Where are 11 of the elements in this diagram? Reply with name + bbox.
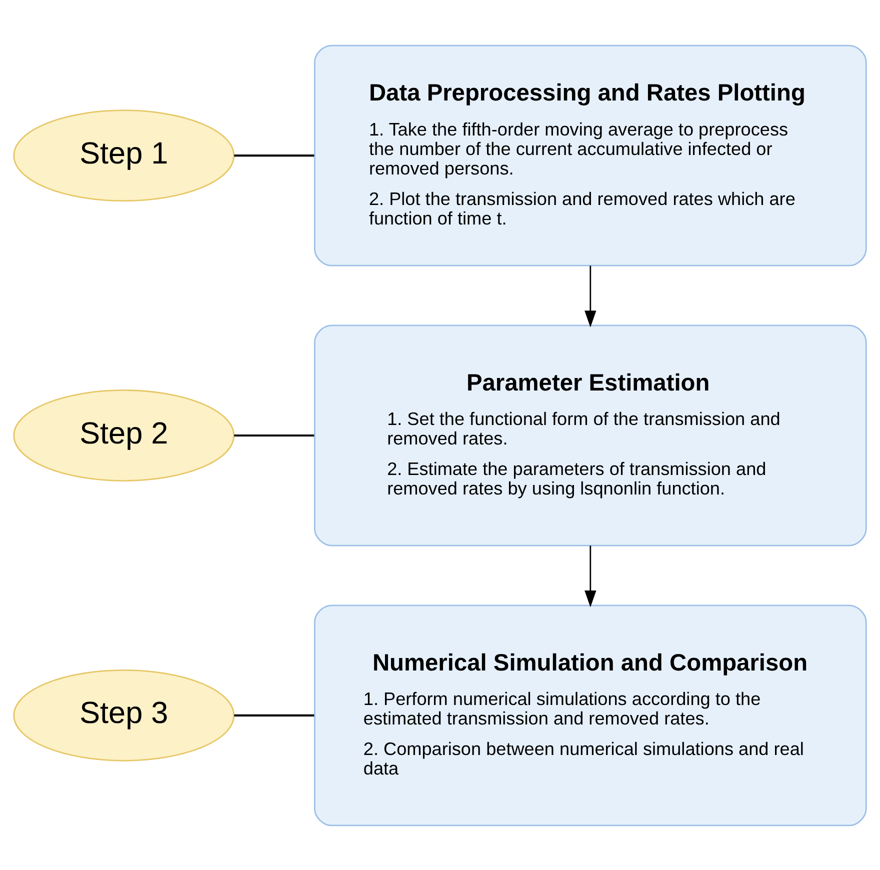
node-box: Data Preprocessing and Rates Plotting 1. Take the fifth-order moving average to preprocess the number of the current accumulative infected or removed persons. 2. Plot the transmission and removed rates which are function of time t.	[314, 44, 867, 266]
node-box: Parameter Estimation 1. Set the functional form of the transmission and removed rates. 2. Estimate the parameters of transmission and removed rates by using lsqnonlin function.	[314, 324, 867, 546]
node-ellipse: Step 1	[13, 109, 235, 202]
arrow	[584, 545, 596, 607]
connector	[234, 714, 314, 716]
node-box: Numerical Simulation and Comparison 1. Perform numerical simulations according to the estimated transmission and removed rates. 2. Comparison between numerical simulations and real data	[314, 604, 867, 826]
connector	[234, 434, 314, 436]
connector	[234, 154, 314, 156]
node-ellipse: Step 2	[13, 389, 235, 481]
node-ellipse: Step 3	[13, 668, 235, 761]
arrow	[584, 265, 596, 327]
